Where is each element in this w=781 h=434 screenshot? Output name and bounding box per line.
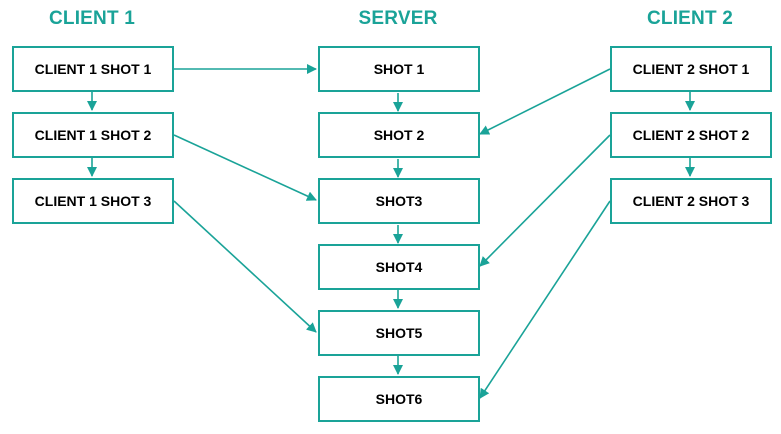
server-shot1-box: SHOT 1 bbox=[318, 46, 480, 92]
arrow-c2s2-to-s4 bbox=[479, 134, 611, 267]
arrow-c1s3-to-s5 bbox=[173, 200, 317, 333]
client2-shot2-box: CLIENT 2 SHOT 2 bbox=[610, 112, 772, 158]
server-shot6-box: SHOT6 bbox=[318, 376, 480, 422]
client1-shot1-box: CLIENT 1 SHOT 1 bbox=[12, 46, 174, 92]
client1-title: CLIENT 1 bbox=[48, 8, 136, 29]
client1-shot3-box: CLIENT 1 SHOT 3 bbox=[12, 178, 174, 224]
arrow-c2s3-to-s6 bbox=[479, 200, 611, 399]
server-shot2-box: SHOT 2 bbox=[318, 112, 480, 158]
arrow-c2s1-to-s2 bbox=[479, 68, 611, 135]
server-shot3-box: SHOT3 bbox=[318, 178, 480, 224]
client2-shot1-box: CLIENT 2 SHOT 1 bbox=[610, 46, 772, 92]
arrow-c1s2-to-s3 bbox=[173, 134, 317, 201]
client2-title: CLIENT 2 bbox=[646, 8, 734, 29]
client1-shot2-box: CLIENT 1 SHOT 2 bbox=[12, 112, 174, 158]
server-shot5-box: SHOT5 bbox=[318, 310, 480, 356]
client2-shot3-box: CLIENT 2 SHOT 3 bbox=[610, 178, 772, 224]
server-shot4-box: SHOT4 bbox=[318, 244, 480, 290]
server-title: SERVER bbox=[358, 8, 438, 29]
